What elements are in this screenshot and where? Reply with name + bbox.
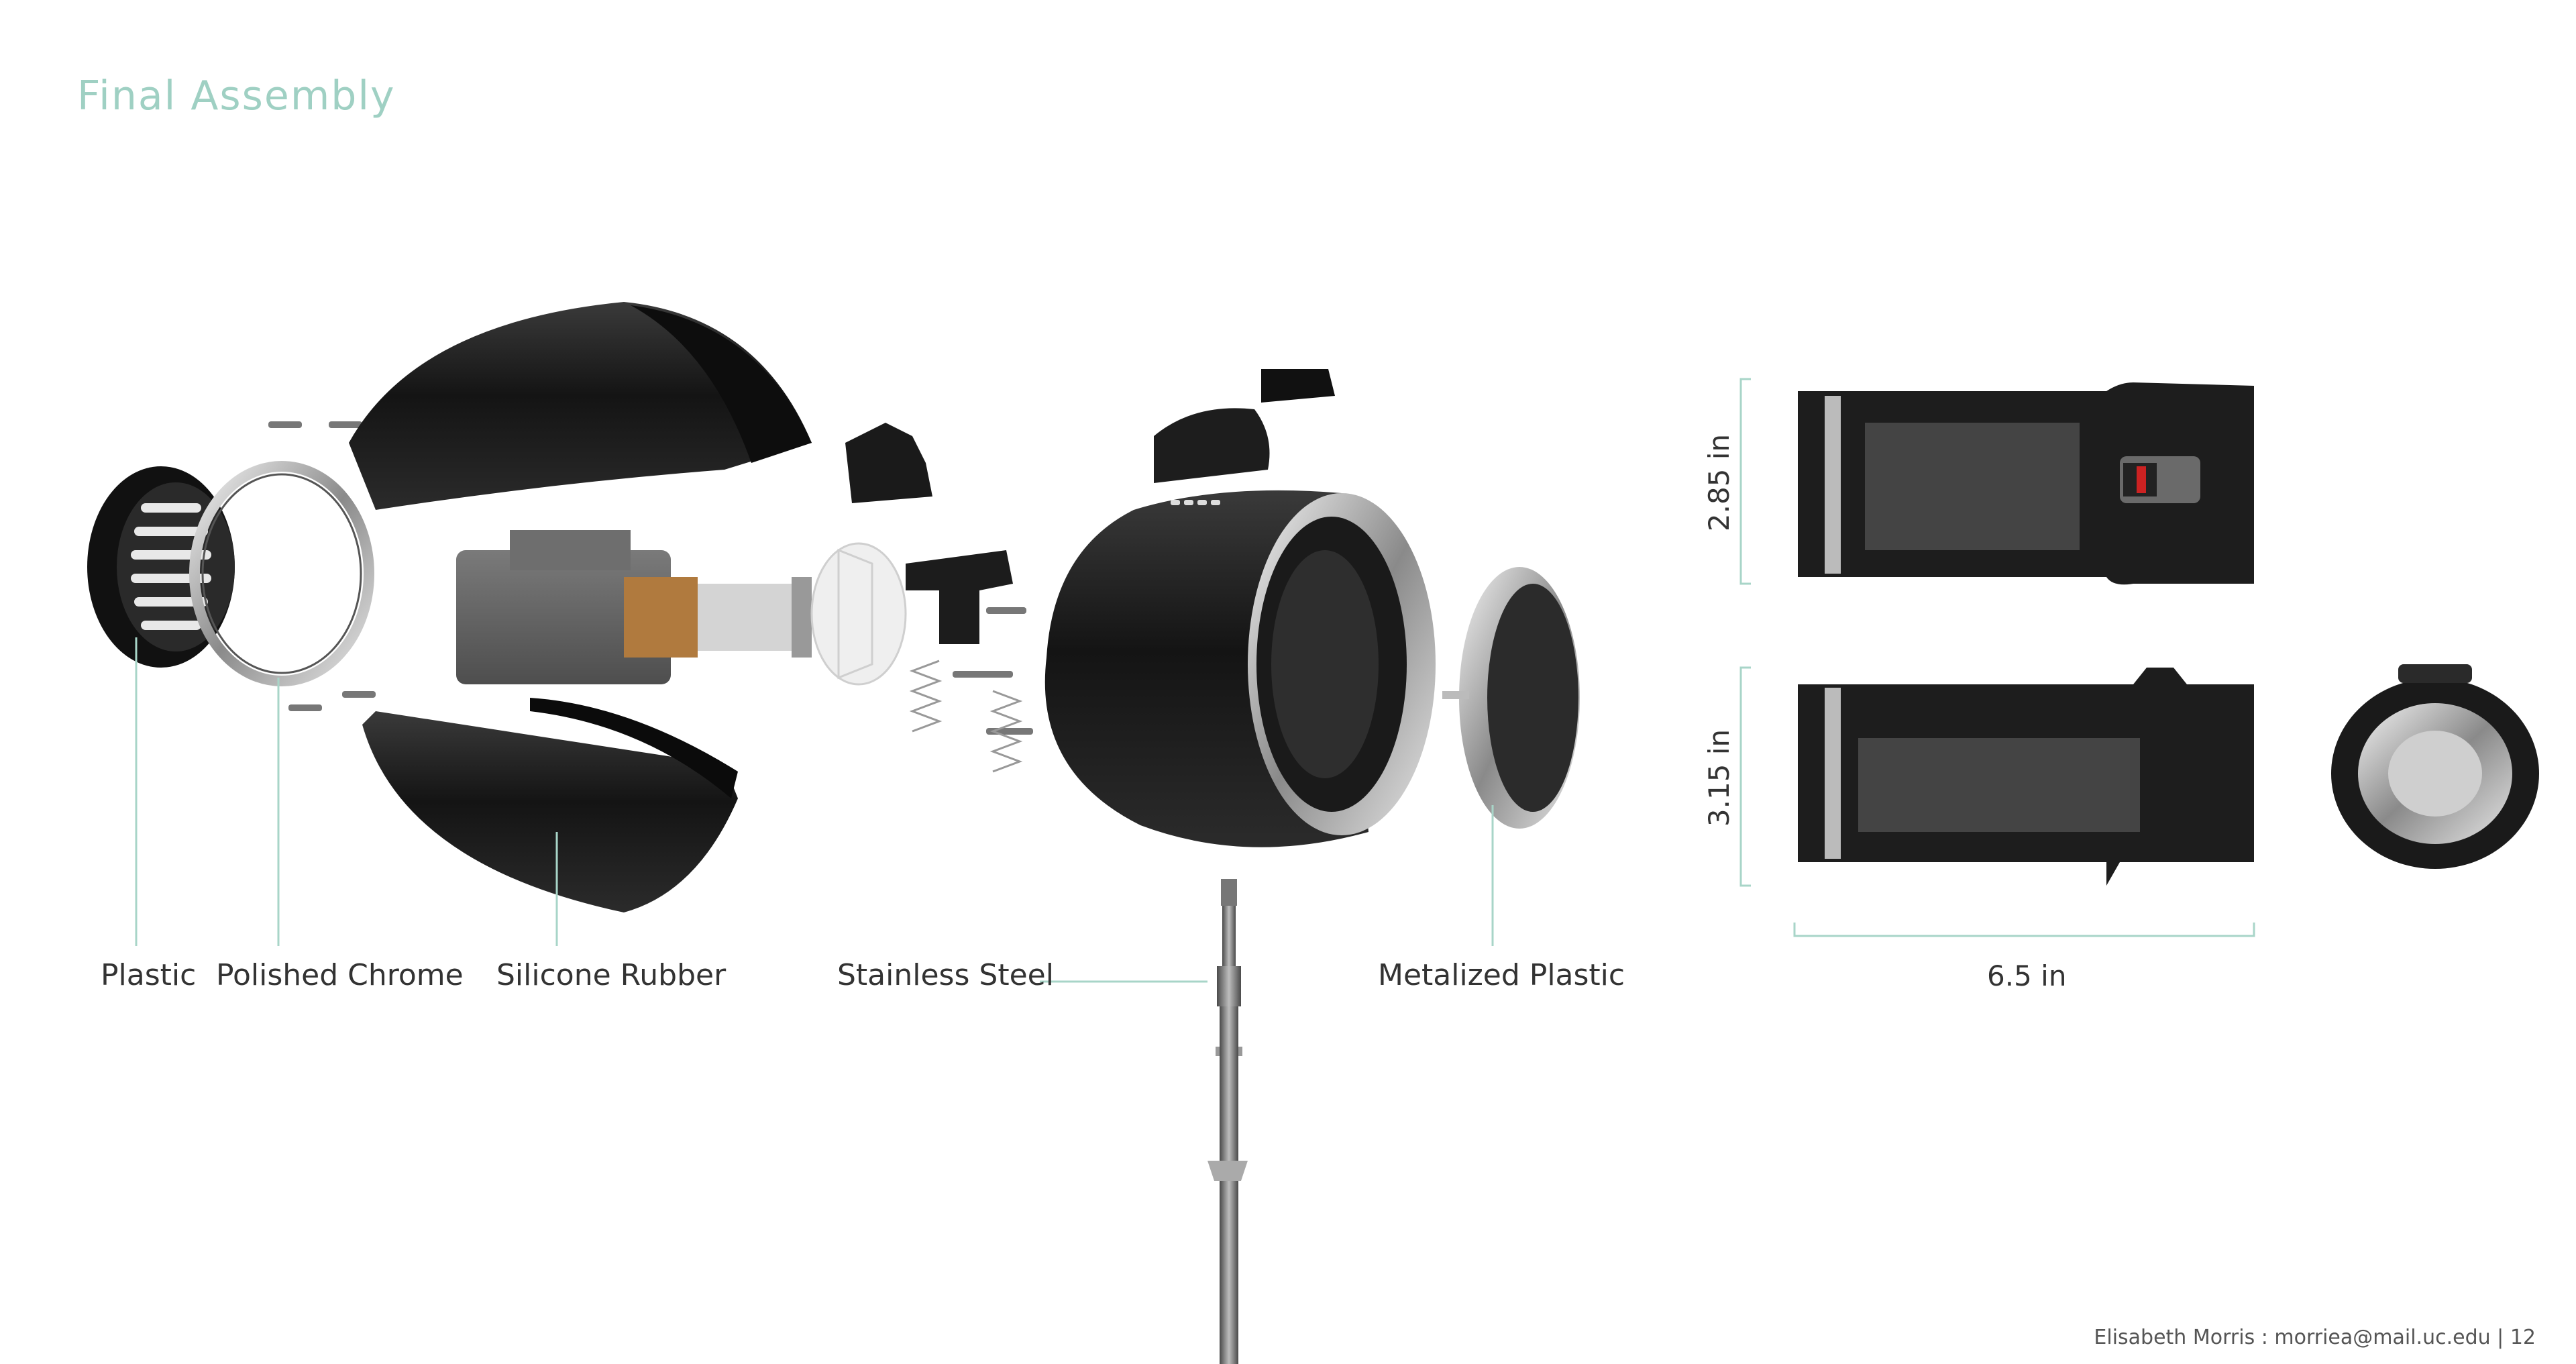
- stainless-steel-rods: [1208, 879, 1248, 1364]
- leader-lines: [135, 637, 1494, 983]
- label-stainless-steel: Stainless Steel: [837, 958, 1054, 992]
- top-view-drawing: [1798, 382, 2254, 585]
- dimension-lines: [1739, 378, 2255, 937]
- label-silicone-rubber: Silicone Rubber: [496, 958, 727, 992]
- motor-assembly: [456, 530, 812, 684]
- bottom-shell: [362, 711, 738, 912]
- dimension-length: 6.5 in: [1987, 959, 2067, 992]
- front-view-drawing: [2331, 664, 2539, 869]
- dimension-height-side: 3.15 in: [1703, 729, 1736, 827]
- polished-chrome-ring: [189, 461, 374, 686]
- dimension-height-top: 2.85 in: [1703, 433, 1736, 532]
- top-button: [1261, 369, 1335, 403]
- label-polished-chrome: Polished Chrome: [216, 958, 464, 992]
- main-body-cylinder: [1044, 490, 1436, 847]
- metalized-plastic-cap: [1442, 567, 1580, 829]
- page-footer: Elisabeth Morris : morriea@mail.uc.edu |…: [2094, 1326, 2536, 1349]
- fan-impeller: [810, 542, 907, 686]
- label-plastic: Plastic: [101, 958, 197, 992]
- top-dial: [1154, 408, 1270, 483]
- switch-bracket: [906, 550, 1013, 644]
- bracket: [845, 423, 932, 503]
- springs: [909, 660, 1023, 773]
- page-title: Final Assembly: [77, 72, 396, 119]
- label-metalized-plastic: Metalized Plastic: [1378, 958, 1625, 992]
- side-view-drawing: [1798, 668, 2254, 886]
